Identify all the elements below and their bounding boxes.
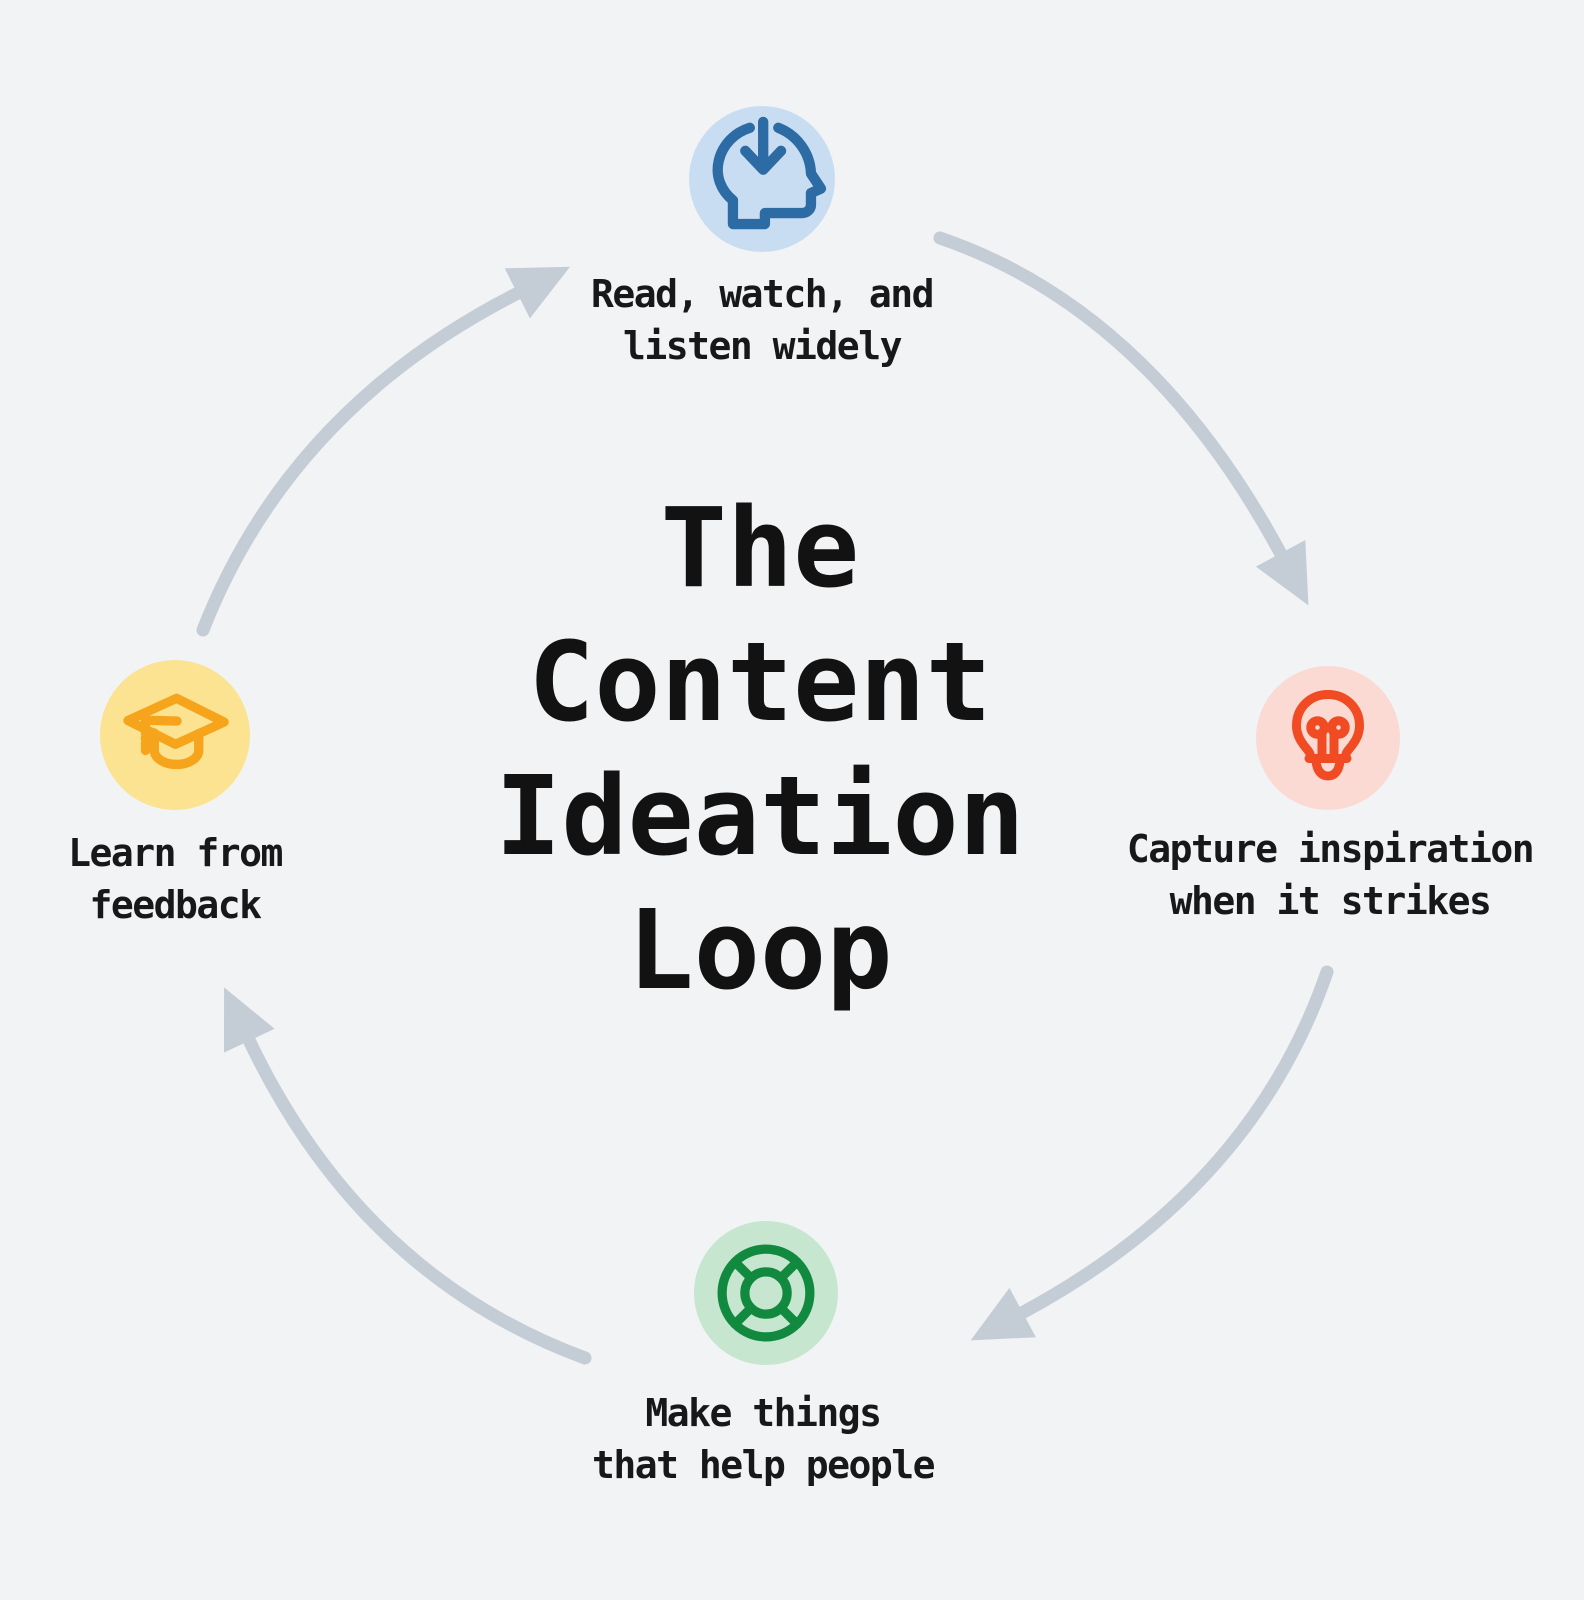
diagram-title: The Content Ideation Loop (495, 484, 1025, 1014)
flow-arrow-left-to-top (196, 266, 570, 637)
lightbulb-icon (1292, 690, 1364, 781)
flow-arrow-right-to-bottom (970, 965, 1334, 1341)
step-label-top: Read, watch, and listen widely (590, 272, 935, 368)
step-icon-badge-right (1256, 666, 1400, 810)
step-icon-badge-bottom (694, 1221, 838, 1365)
step-icon-badge-top (689, 106, 835, 252)
head-download-icon (712, 116, 826, 229)
graduation-cap-icon (123, 693, 229, 770)
step-label-bottom: Make things that help people (591, 1391, 936, 1487)
step-label-left: Learn from feedback (68, 831, 283, 927)
step-icon-badge-left (100, 660, 250, 810)
flow-arrow-bottom-to-left (223, 987, 592, 1365)
flow-arrow-top-to-right (933, 231, 1309, 606)
lifebuoy-icon (717, 1244, 815, 1342)
step-label-right: Capture inspiration when it strikes (1126, 827, 1535, 923)
